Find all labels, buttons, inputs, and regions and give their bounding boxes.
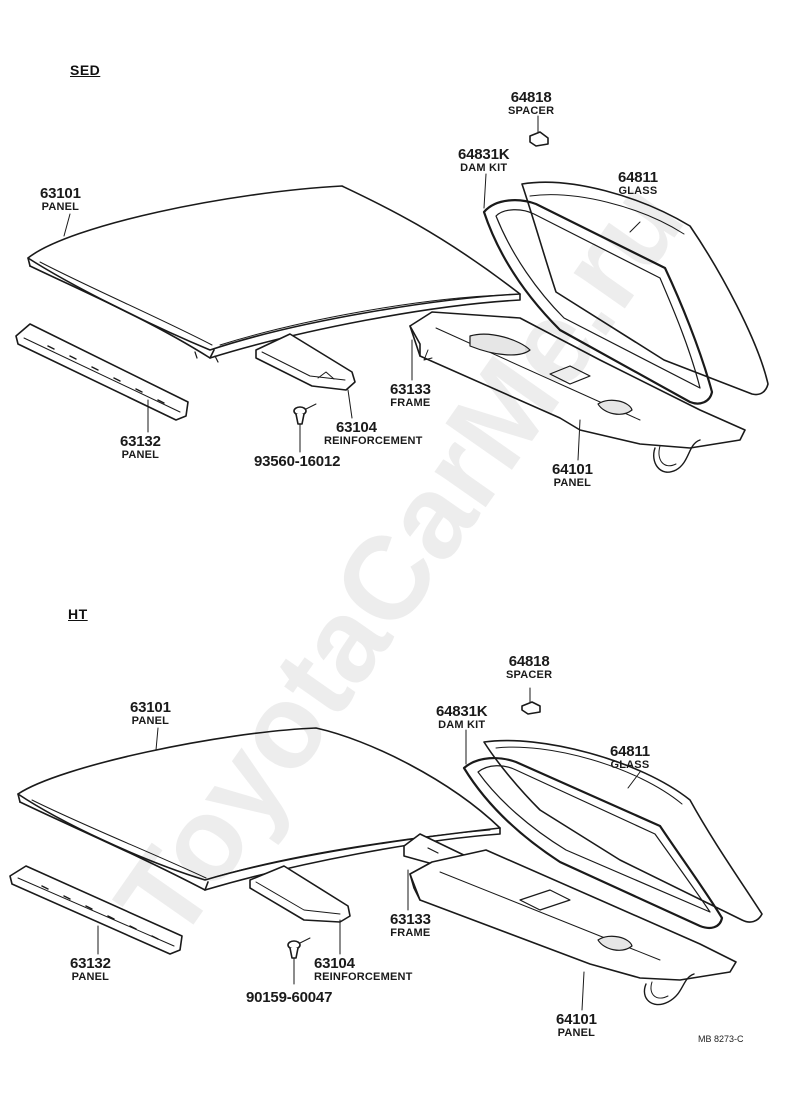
part-name: PANEL <box>121 449 160 461</box>
ht-part-spacer: 64818 SPACER <box>506 654 552 681</box>
section-label-sed: SED <box>70 62 101 78</box>
ht-front-panel-shape <box>9 865 183 955</box>
part-name: SPACER <box>506 669 553 681</box>
sed-part-reinforcement: 63104 REINFORCEMENT <box>324 420 423 447</box>
part-number: 64818 <box>510 89 552 106</box>
ht-dam-kit-shape <box>462 756 724 929</box>
part-number: 63101 <box>40 185 81 202</box>
sed-part-spacer: 64818 SPACER <box>508 90 554 117</box>
ht-reinforcement-shape <box>249 865 351 923</box>
part-number: 63133 <box>390 911 431 928</box>
part-name: REINFORCEMENT <box>324 435 423 447</box>
ht-part-frame: 63133 FRAME <box>390 912 431 939</box>
ht-glass-shape <box>483 739 763 923</box>
part-name: FRAME <box>390 397 431 409</box>
part-number: 64101 <box>556 1011 597 1028</box>
ht-part-roof-panel: 63101 PANEL <box>130 700 171 727</box>
sed-illustration <box>15 131 769 473</box>
part-number: 63101 <box>130 699 171 716</box>
part-number: 64818 <box>508 653 550 670</box>
sed-part-roof-panel: 63101 PANEL <box>40 186 81 213</box>
part-name: FRAME <box>390 927 431 939</box>
part-name: PANEL <box>553 477 592 489</box>
part-number: 63104 <box>336 419 377 436</box>
sed-part-screw: 93560-16012 <box>254 454 340 469</box>
part-number: 93560-16012 <box>254 453 341 470</box>
ht-part-back-panel: 64101 PANEL <box>556 1012 597 1039</box>
part-name: GLASS <box>618 185 658 197</box>
sed-screw-shape <box>293 403 317 425</box>
part-number: 64811 <box>618 169 658 186</box>
sed-roof-panel-shape <box>27 185 521 363</box>
part-number: 63132 <box>70 955 111 972</box>
sed-part-dam-kit: 64831K DAM KIT <box>458 146 510 174</box>
drawing-reference: MB 8273-C <box>698 1034 744 1044</box>
part-name: PANEL <box>131 715 170 727</box>
sed-part-frame: 63133 FRAME <box>390 382 431 409</box>
part-number: 63104 <box>314 955 355 972</box>
ht-leader-lines <box>97 687 641 1011</box>
sed-front-panel-shape <box>15 323 189 421</box>
sed-leader-lines <box>63 115 641 461</box>
sed-reinforcement-shape <box>255 333 356 391</box>
part-number: 90159-60047 <box>246 989 333 1006</box>
ht-back-panel-shape <box>409 849 737 1006</box>
ht-part-dam-kit: 64831K DAM KIT <box>436 703 488 731</box>
ht-spacer-shape <box>521 701 541 715</box>
part-number: 63132 <box>120 433 161 450</box>
ht-illustration <box>9 701 763 1006</box>
part-name: DAM KIT <box>460 162 508 174</box>
sed-part-glass: 64811 GLASS <box>618 170 658 197</box>
part-name: PANEL <box>71 971 110 983</box>
part-number: 64101 <box>552 461 593 478</box>
part-name: GLASS <box>610 759 650 771</box>
ht-roof-panel-shape <box>17 727 501 891</box>
part-name: PANEL <box>41 201 80 213</box>
sed-dam-kit-shape <box>482 199 714 405</box>
part-number: 64831K <box>436 703 488 720</box>
sed-glass-shape <box>521 181 769 396</box>
ht-part-front-panel: 63132 PANEL <box>70 956 111 983</box>
part-name: DAM KIT <box>438 719 486 731</box>
ht-screw-shape <box>287 937 311 959</box>
part-name: REINFORCEMENT <box>314 971 413 983</box>
sed-spacer-shape <box>529 131 549 147</box>
part-number: 64831K <box>458 146 510 163</box>
sed-part-front-panel: 63132 PANEL <box>120 434 161 461</box>
ht-part-reinforcement: 63104 REINFORCEMENT <box>314 956 413 983</box>
ht-part-screw: 90159-60047 <box>246 990 332 1005</box>
section-label-ht: HT <box>68 606 88 622</box>
part-name: PANEL <box>557 1027 596 1039</box>
sed-back-panel-shape <box>409 311 746 473</box>
part-number: 64811 <box>610 743 650 760</box>
part-name: SPACER <box>508 105 555 117</box>
part-number: 63133 <box>390 381 431 398</box>
ht-part-glass: 64811 GLASS <box>610 744 650 771</box>
sed-part-back-panel: 64101 PANEL <box>552 462 593 489</box>
